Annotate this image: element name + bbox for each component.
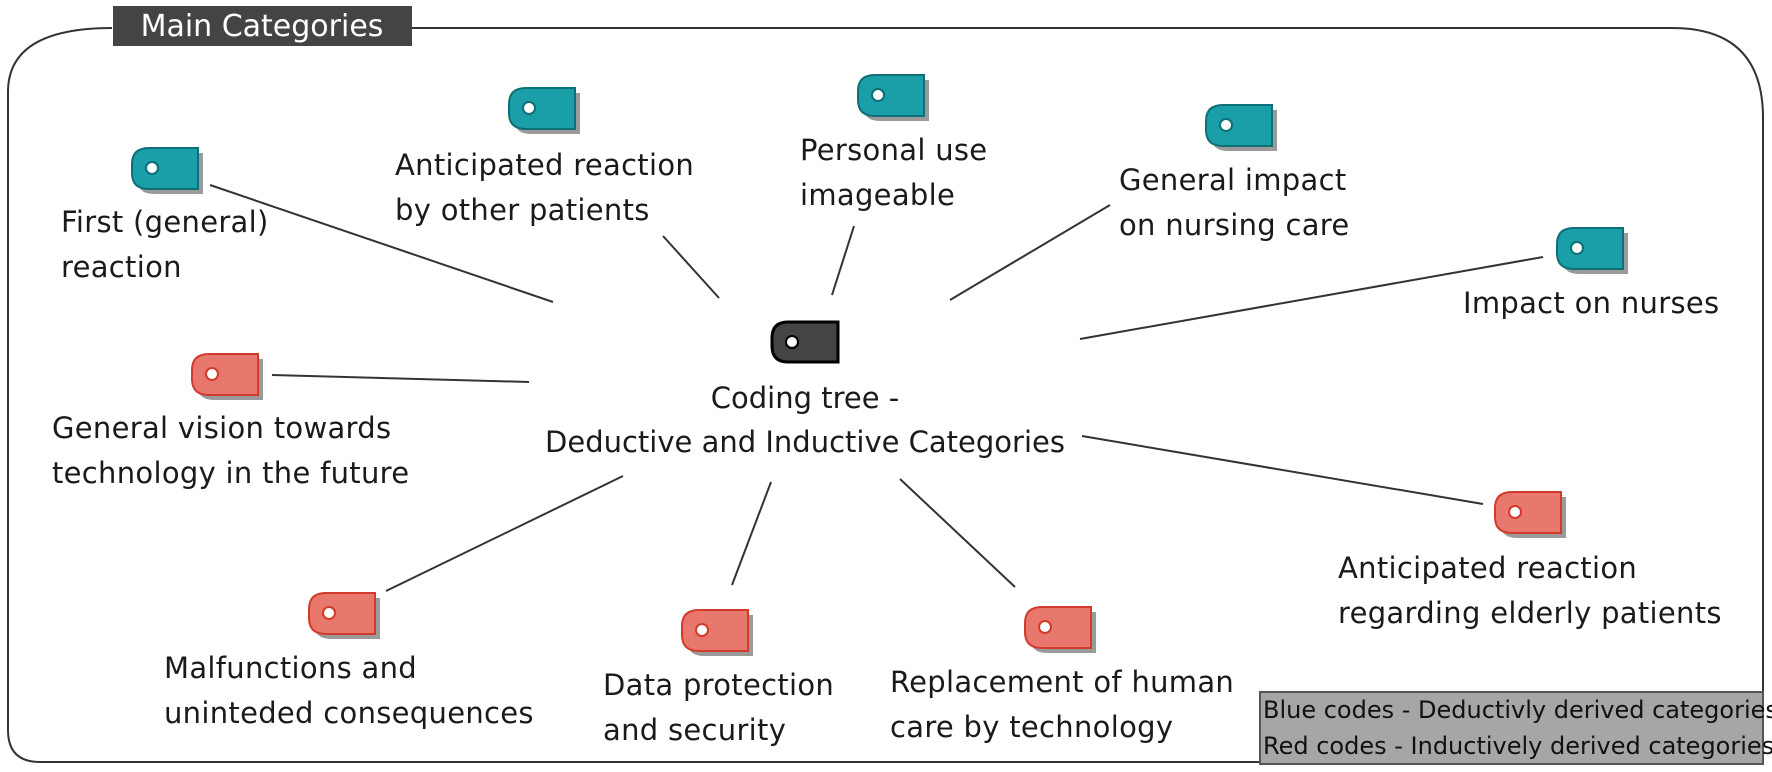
connector-personal-use-imageable: [831, 225, 855, 296]
category-label-line: First (general): [61, 205, 269, 239]
tag-icon: [1024, 606, 1096, 653]
tag-icon: [131, 147, 203, 194]
legend: Blue codes - Deductivly derived categori…: [1259, 691, 1772, 765]
frame-title-tab: Main Categories: [113, 6, 412, 46]
category-label-line: General vision towards: [52, 411, 391, 445]
category-node-general-impact-nursing-care: General impact on nursing care: [1119, 104, 1350, 242]
center-title-line1: Coding tree -: [711, 381, 900, 415]
category-label-line: Personal use: [800, 133, 987, 167]
category-label-line: Anticipated reaction: [1338, 551, 1637, 585]
category-label-line: General impact: [1119, 163, 1347, 197]
category-label-line: Anticipated reaction: [395, 148, 694, 182]
category-label-line: technology in the future: [52, 456, 409, 490]
frame-border: [7, 27, 1764, 763]
category-label-line: Malfunctions and: [164, 651, 417, 685]
category-label-line: imageable: [800, 178, 955, 212]
connector-malfunctions-unintended-consequences: [385, 475, 624, 592]
tag-icon: [191, 353, 263, 400]
category-node-data-protection-security: Data protection and security: [603, 609, 834, 747]
connector-impact-on-nurses: [1079, 256, 1544, 340]
tag-icon: [1205, 104, 1277, 151]
connectors: [209, 184, 1544, 592]
category-label-line: and security: [603, 713, 786, 747]
category-label-line: on nursing care: [1119, 208, 1350, 242]
connector-data-protection-security: [731, 481, 772, 586]
category-node-malfunctions-unintended-consequences: Malfunctions and uninteded consequences: [164, 592, 534, 730]
category-label-line: reaction: [61, 250, 182, 284]
connector-general-impact-nursing-care: [949, 204, 1111, 301]
tag-icon: [770, 320, 840, 364]
legend-deductive: Blue codes - Deductivly derived categori…: [1263, 696, 1772, 724]
category-node-impact-on-nurses: Impact on nurses: [1463, 227, 1719, 320]
center-title-line2: Deductive and Inductive Categories: [545, 425, 1065, 459]
tag-icon: [857, 74, 929, 121]
category-node-anticipated-reaction-elderly-patients: Anticipated reaction regarding elderly pa…: [1338, 491, 1722, 630]
category-label-line: Replacement of human: [890, 665, 1234, 699]
category-node-general-vision-technology-future: General vision towards technology in the …: [52, 353, 409, 490]
legend-inductive: Red codes - Inductively derived categori…: [1263, 732, 1772, 760]
tag-icon: [508, 87, 580, 134]
tag-icon: [308, 592, 380, 639]
frame-title: Main Categories: [141, 9, 384, 44]
tag-icon: [1556, 227, 1628, 274]
connector-anticipated-reaction-other-patients: [662, 235, 720, 299]
connector-general-vision-technology-future: [271, 374, 530, 383]
connector-anticipated-reaction-elderly-patients: [1081, 435, 1484, 505]
category-node-personal-use-imageable: Personal use imageable: [800, 74, 987, 212]
category-label-line: Impact on nurses: [1463, 286, 1719, 320]
connector-replacement-human-care: [899, 478, 1016, 588]
category-label-line: regarding elderly patients: [1338, 596, 1722, 630]
category-label-line: Data protection: [603, 668, 834, 702]
category-label-line: uninteded consequences: [164, 696, 534, 730]
category-label-line: care by technology: [890, 710, 1173, 744]
center-node: Coding tree - Deductive and Inductive Ca…: [545, 320, 1065, 459]
connector-first-general-reaction: [209, 184, 554, 303]
category-label-line: by other patients: [395, 193, 650, 227]
category-node-first-general-reaction: First (general) reaction: [61, 147, 269, 284]
category-node-replacement-human-care: Replacement of human care by technology: [890, 606, 1234, 744]
tag-icon: [1494, 491, 1566, 538]
tag-icon: [681, 609, 753, 656]
category-node-anticipated-reaction-other-patients: Anticipated reaction by other patients: [395, 87, 694, 227]
